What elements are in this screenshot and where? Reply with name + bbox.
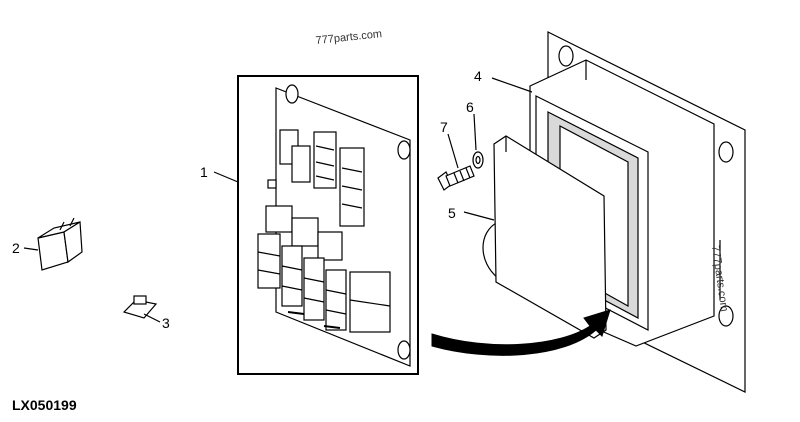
callout-7-leader xyxy=(447,133,459,169)
watermark-top: 777parts.com xyxy=(315,28,383,47)
relay-d xyxy=(349,271,391,333)
mount-stud-tr xyxy=(397,140,411,160)
flange-hole-top xyxy=(558,45,574,67)
relay-part xyxy=(23,217,83,271)
relay-body-front xyxy=(37,231,69,271)
assembly-arrow xyxy=(431,309,611,356)
callout-2-leader xyxy=(23,247,39,251)
fuse-relay-board xyxy=(213,75,419,375)
callout-5-leader xyxy=(463,211,495,221)
connector-block-b xyxy=(291,145,311,183)
callout-3-leader xyxy=(143,313,161,323)
callout-6-leader xyxy=(473,113,477,151)
figure-id: LX050199 xyxy=(12,397,77,413)
fuse-row-3 xyxy=(303,257,325,321)
relay-a xyxy=(265,205,293,233)
fuse-row-4 xyxy=(325,269,347,331)
fuse-cap xyxy=(133,295,147,305)
connector-block-d xyxy=(339,147,365,227)
mount-stud-tl xyxy=(285,84,299,104)
washer-part xyxy=(472,113,484,169)
flange-hole-bottom xyxy=(718,305,734,327)
flange-hole-right xyxy=(718,141,734,163)
fuse-row-1 xyxy=(257,233,281,289)
callout-7: 7 xyxy=(440,119,448,135)
callout-4-leader xyxy=(491,77,533,93)
board-clip xyxy=(267,179,277,189)
assembly-arrow-body xyxy=(431,309,611,356)
relay-body-side xyxy=(63,220,83,264)
board-frame xyxy=(237,75,419,375)
relay-c xyxy=(317,231,343,261)
cover-gasket xyxy=(463,135,607,339)
fuse-body xyxy=(122,299,158,319)
relay-b xyxy=(291,217,319,247)
callout-5: 5 xyxy=(448,205,456,221)
callout-1: 1 xyxy=(200,164,208,180)
callout-2: 2 xyxy=(12,240,20,256)
callout-1-leader xyxy=(213,171,239,183)
washer-inner xyxy=(475,155,481,165)
mount-stud-br xyxy=(397,340,411,360)
callout-3: 3 xyxy=(162,315,170,331)
connector-block-c xyxy=(313,131,337,189)
fuse-row-2 xyxy=(281,245,303,307)
bolt-part xyxy=(437,133,475,191)
fuse-part xyxy=(122,295,161,323)
callout-6: 6 xyxy=(466,99,474,115)
callout-4: 4 xyxy=(474,68,482,84)
